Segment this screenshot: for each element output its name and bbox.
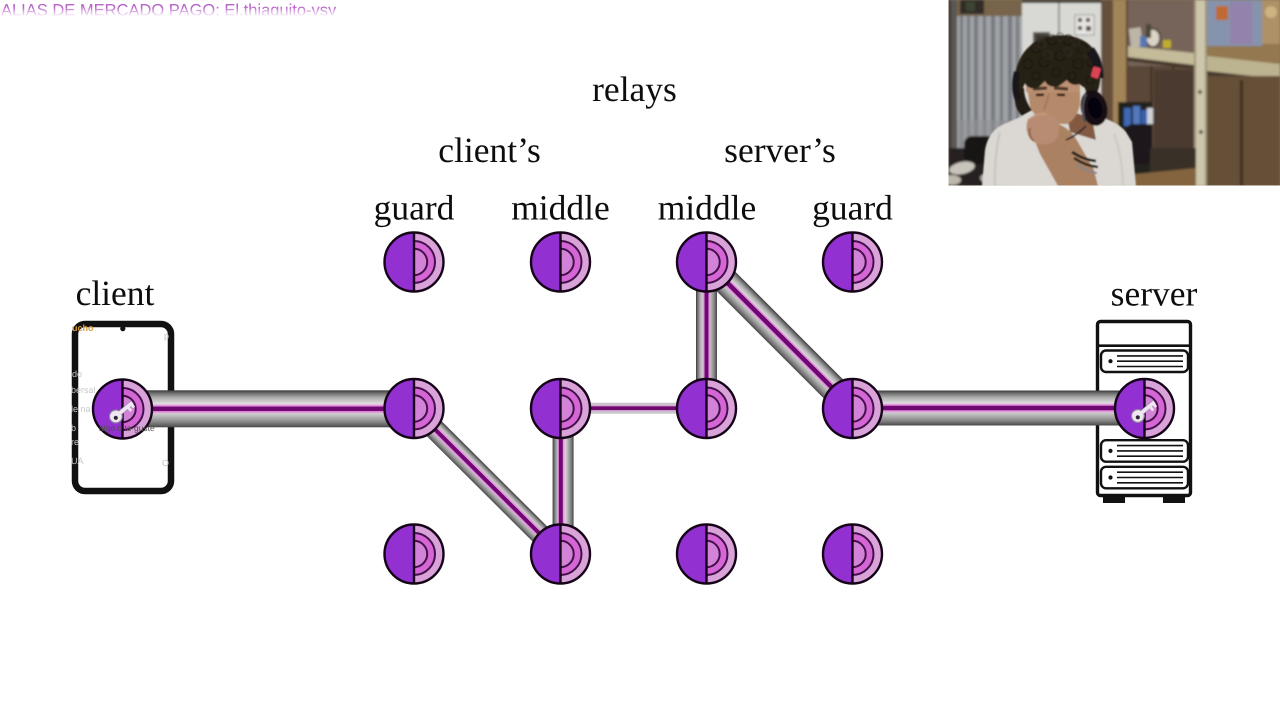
svg-text:p: p (164, 331, 169, 341)
svg-text:b: b (71, 423, 76, 433)
svg-text:do: do (72, 369, 82, 379)
svg-text:middle: middle (511, 188, 610, 228)
svg-text:guard: guard (812, 188, 893, 228)
svg-text:client: client (76, 273, 155, 313)
svg-text:le na: le na (71, 404, 91, 414)
svg-text:server: server (1111, 274, 1198, 314)
svg-text:bersal: bersal (71, 385, 96, 395)
svg-text:re: re (71, 437, 79, 447)
svg-text:ALIAS DE MERCADO PAGO: El.thia: ALIAS DE MERCADO PAGO: El.thiaquito-ysy (1, 2, 337, 20)
svg-text:guard: guard (374, 188, 455, 228)
svg-text:O: O (162, 458, 169, 468)
svg-text:client’s: client’s (438, 130, 541, 170)
svg-text:middle: middle (658, 188, 757, 228)
svg-text:algo q te guste: algo q te guste (99, 423, 155, 433)
svg-text:relays: relays (592, 69, 677, 109)
svg-text:UA: UA (71, 456, 84, 466)
svg-text:ucho: ucho (72, 323, 94, 333)
svg-text:server’s: server’s (724, 130, 836, 170)
